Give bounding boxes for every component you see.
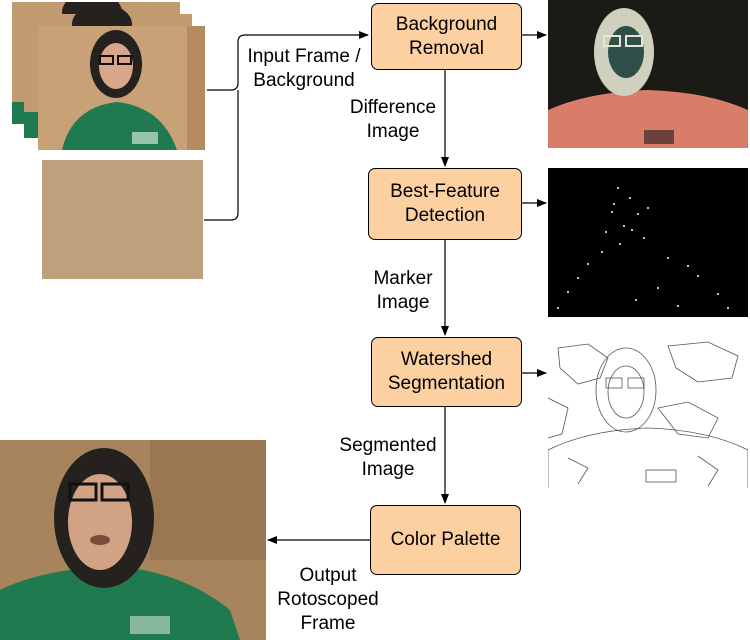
- output-rotoscoped-frame-label: Output Rotoscoped Frame: [277, 565, 379, 634]
- best-feature-detection-label: Best-Feature Detection: [390, 181, 500, 226]
- output-rotoscoped-photo: [0, 440, 266, 640]
- segmented-image-photo: [548, 338, 748, 488]
- background-removal-label: Background Removal: [395, 13, 498, 59]
- background-photo: [42, 160, 203, 279]
- difference-image-photo: [548, 0, 748, 148]
- marker-image-label: Marker Image: [373, 268, 433, 313]
- input-frame-stack: [12, 2, 207, 152]
- color-palette-node: Color Palette: [370, 505, 521, 575]
- marker-image-photo: [548, 168, 748, 317]
- difference-image-label: Difference Image: [349, 97, 437, 142]
- segmented-image-label: Segmented Image: [339, 435, 437, 480]
- watershed-segmentation-label: Watershed Segmentation: [387, 349, 506, 394]
- background-removal-node: Background Removal: [371, 3, 522, 70]
- input-frame-background-label: Input Frame / Background: [247, 46, 361, 91]
- watershed-segmentation-node: Watershed Segmentation: [371, 337, 522, 407]
- best-feature-detection-node: Best-Feature Detection: [368, 168, 522, 240]
- color-palette-label: Color Palette: [390, 529, 501, 550]
